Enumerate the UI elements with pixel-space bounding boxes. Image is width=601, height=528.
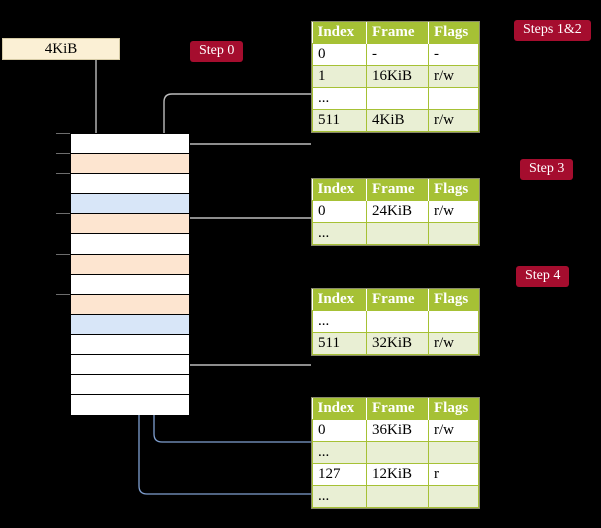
cell-index: ...: [312, 441, 367, 464]
column-header-frame: Frame: [366, 179, 429, 201]
cell-flags: r/w: [428, 419, 479, 442]
cell-frame: 4KiB: [366, 109, 429, 132]
cell-index: 0: [312, 419, 367, 442]
column-header-index: Index: [312, 289, 367, 311]
cell-flags: [428, 485, 479, 508]
cell-flags: [428, 441, 479, 464]
column-header-frame: Frame: [366, 22, 429, 44]
memory-frame-row: [71, 294, 189, 315]
table-row[interactable]: ...: [312, 441, 479, 464]
cell-frame: 24KiB: [366, 200, 429, 223]
memory-tick: [56, 173, 70, 175]
column-header-frame: Frame: [366, 398, 429, 420]
cell-flags: r/w: [428, 200, 479, 223]
memory-frame-row: [71, 274, 189, 295]
column-header-index: Index: [312, 179, 367, 201]
memory-frame-row: [71, 214, 189, 235]
memory-tick: [56, 213, 70, 215]
cell-index: 0: [312, 43, 367, 66]
table-row[interactable]: ...: [312, 485, 479, 508]
cell-index: 511: [312, 109, 367, 132]
badge-step-3: Step 3: [520, 159, 574, 181]
cell-index: ...: [312, 222, 367, 245]
memory-frame-row: [71, 154, 189, 175]
column-header-flags: Flags: [428, 289, 479, 311]
cell-frame: -: [366, 43, 429, 66]
memory-frame-row: [71, 234, 189, 255]
table-row[interactable]: ...: [312, 222, 479, 245]
memory-frame-row: [71, 355, 189, 376]
table-row[interactable]: ...: [312, 87, 479, 110]
cell-index: 1: [312, 65, 367, 88]
column-header-flags: Flags: [428, 398, 479, 420]
memory-frame-row: [71, 254, 189, 275]
memory-frame-row: [71, 395, 189, 416]
cell-frame: [366, 441, 429, 464]
badge-step-4: Step 4: [516, 266, 570, 288]
badge-steps-1-2: Steps 1&2: [514, 20, 591, 42]
wire-step4: [171, 304, 311, 366]
cell-flags: -: [428, 43, 479, 66]
memory-tick: [56, 133, 70, 134]
memory-frame-row: [71, 314, 189, 335]
cell-frame: 36KiB: [366, 419, 429, 442]
column-header-flags: Flags: [428, 22, 479, 44]
cell-flags: r/w: [428, 332, 479, 355]
table-row[interactable]: ...: [312, 310, 479, 333]
cell-index: ...: [312, 485, 367, 508]
column-header-frame: Frame: [366, 289, 429, 311]
cell-frame: [366, 222, 429, 245]
cell-flags: [428, 87, 479, 110]
wire-steps12-a: [163, 93, 311, 154]
cell-frame: [366, 87, 429, 110]
memory-frame-row: [71, 134, 189, 155]
column-header-flags: Flags: [428, 179, 479, 201]
cell-frame: [366, 310, 429, 333]
cell-index: ...: [312, 87, 367, 110]
column-header-index: Index: [312, 22, 367, 44]
wire-step3: [177, 217, 311, 266]
cell-flags: r: [428, 463, 479, 486]
cell-flags: r/w: [428, 65, 479, 88]
cell-frame: 12KiB: [366, 463, 429, 486]
cell-flags: [428, 310, 479, 333]
cell-index: 0: [312, 200, 367, 223]
memory-tick: [56, 153, 70, 155]
cell-frame: 32KiB: [366, 332, 429, 355]
column-header-index: Index: [312, 398, 367, 420]
cell-index: 127: [312, 463, 367, 486]
badge-step-0: Step 0: [190, 41, 244, 63]
cell-index: 511: [312, 332, 367, 355]
cell-frame: 16KiB: [366, 65, 429, 88]
page-box-4kib: 4KiB: [2, 38, 120, 60]
memory-frame-row: [71, 375, 189, 396]
memory-tick: [56, 293, 70, 295]
physical-memory-column: [70, 133, 190, 416]
cell-flags: [428, 222, 479, 245]
memory-frame-row: [71, 335, 189, 356]
wire-table4-row0: [147, 326, 311, 443]
cell-flags: r/w: [428, 109, 479, 132]
wire-steps12-b: [174, 143, 311, 222]
wire-table4-row127: [132, 204, 311, 495]
memory-tick: [56, 253, 70, 255]
cell-frame: [366, 485, 429, 508]
memory-frame-row: [71, 174, 189, 195]
cell-index: ...: [312, 310, 367, 333]
table-row[interactable]: 0--: [312, 43, 479, 66]
memory-frame-row: [71, 194, 189, 215]
